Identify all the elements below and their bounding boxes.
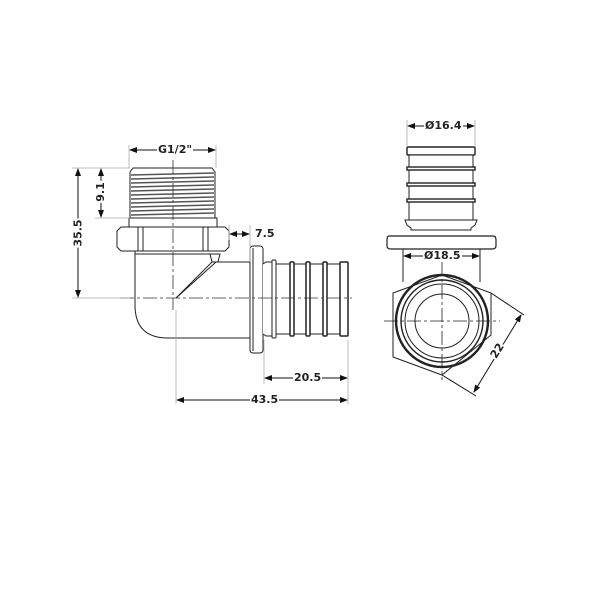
dim-body-diameter: Ø18.5 xyxy=(423,249,462,262)
flange-collar xyxy=(249,245,264,354)
elbow-body xyxy=(134,251,251,339)
dim-hex-gap: 7.5 xyxy=(254,227,276,240)
thread-section xyxy=(128,167,218,228)
end-view-spigot xyxy=(386,146,497,282)
end-view-hex xyxy=(384,262,500,380)
dim-total-height: 35.5 xyxy=(71,218,85,248)
dim-thread-size: G1/2" xyxy=(157,143,194,156)
dim-total-length: 43.5 xyxy=(250,393,280,406)
centerlines xyxy=(120,160,352,310)
dim-spigot-length: 20.5 xyxy=(293,371,323,384)
side-view xyxy=(116,160,352,354)
dim-spigot-diameter: Ø16.4 xyxy=(424,119,463,132)
dim-thread-length: 9.1 xyxy=(93,181,107,203)
pex-spigot xyxy=(262,259,349,339)
